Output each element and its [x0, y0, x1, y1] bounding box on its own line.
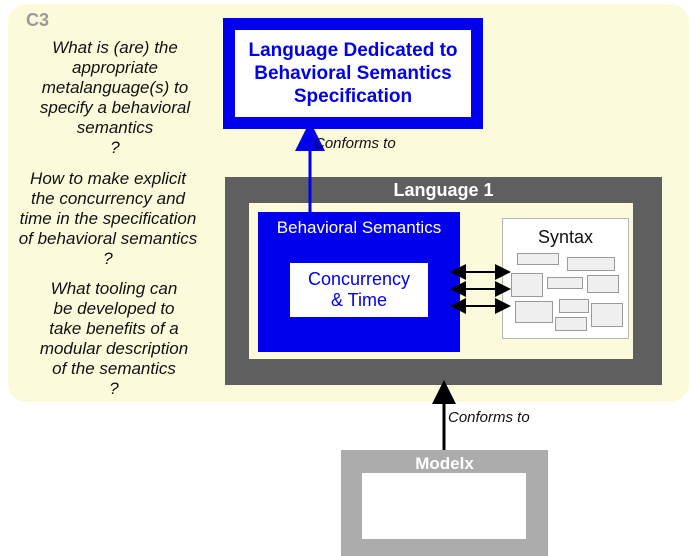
syntax-diagram-class: [587, 275, 619, 293]
conforms-to-top-label: Conforms to: [314, 135, 396, 152]
syntax-box: [502, 218, 629, 339]
concurrency-time-label: Concurrency & Time: [307, 269, 411, 310]
syntax-title: Syntax: [537, 227, 594, 247]
modelx-inner: [362, 473, 526, 539]
question-metalanguage: What is (are) the appropriate metalangua…: [39, 38, 191, 157]
c3-label: C3: [26, 10, 50, 30]
syntax-diagram-class: [517, 253, 559, 265]
syntax-diagram-class: [591, 303, 623, 327]
concurrency-time-box: Concurrency & Time: [290, 263, 428, 317]
question-concurrency: How to make explicit the concurrency and…: [18, 169, 198, 268]
syntax-diagram-class: [547, 277, 583, 289]
syntax-diagram-class: [559, 299, 589, 313]
syntax-diagram-class: [515, 301, 553, 323]
syntax-diagram-class: [567, 257, 615, 271]
language1-title: Language 1: [393, 180, 494, 200]
conforms-to-bottom-label: Conforms to: [448, 409, 530, 426]
behavioral-semantics-title: Behavioral Semantics: [276, 218, 442, 237]
syntax-diagram-class: [555, 317, 587, 331]
modelx-title: Modelx: [415, 454, 474, 473]
dedicated-language-label: Language Dedicated to Behavioral Semanti…: [248, 40, 458, 107]
dedicated-language-inner: Language Dedicated to Behavioral Semanti…: [235, 30, 471, 117]
dedicated-language-box: Language Dedicated to Behavioral Semanti…: [223, 18, 483, 129]
syntax-diagram-class: [511, 273, 543, 297]
question-tooling: What tooling can be developed to take be…: [39, 279, 189, 398]
